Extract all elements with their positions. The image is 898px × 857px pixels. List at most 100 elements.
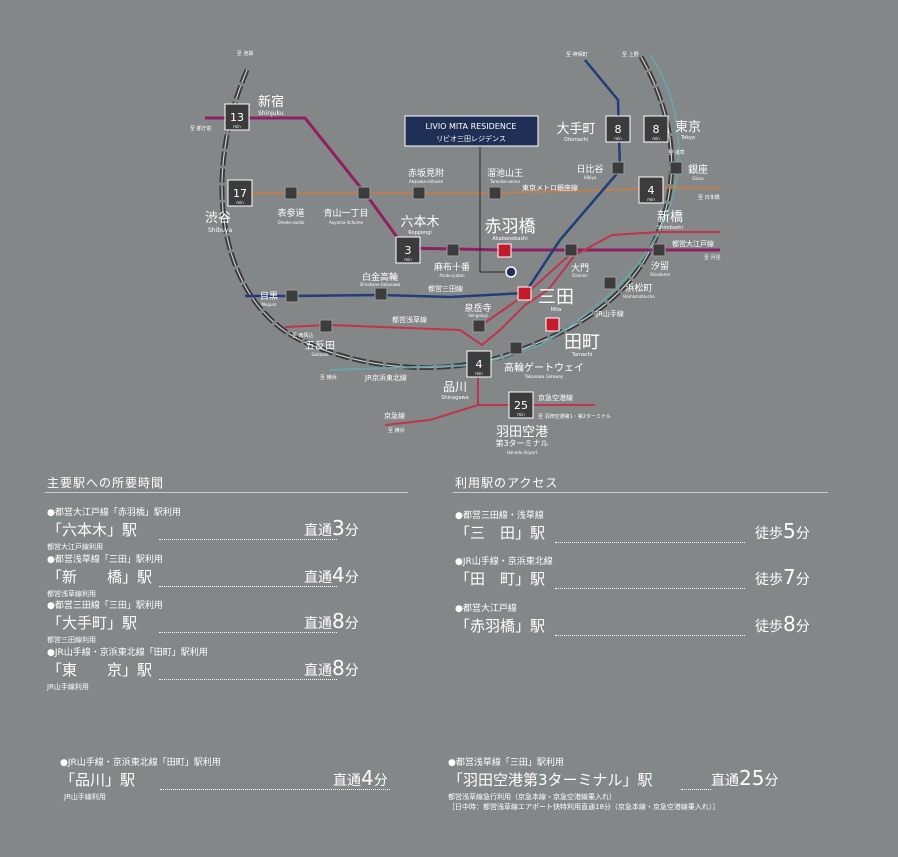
svg-text:min: min (517, 412, 525, 417)
line-label-mita: 都営三田線 (428, 284, 463, 293)
access-item-tamachi: ●JR山手線・京浜東北線 「田 町」駅 徒歩7分 (455, 554, 830, 591)
label-haneda-sub: 第3ターミナル (495, 438, 548, 448)
dir-ueno: 至 上野 (622, 51, 639, 58)
label-sengakuji: 泉岳寺 (464, 302, 491, 314)
label-gotanda: 五反田 (305, 340, 335, 352)
travel-mode: 直通 (304, 663, 332, 679)
travel-station: 「六本木」駅 (47, 521, 138, 539)
station-marker-hibiya (611, 161, 625, 175)
travel-via: ●都営浅草線「三田」駅利用 (448, 758, 564, 768)
station-marker-akasakamitsuke (412, 186, 426, 200)
label-hamamatsucho-en: Hamamatsucho (623, 294, 655, 299)
access-leader-dots (555, 542, 745, 543)
travel-item-tokyo: ●JR山手線・京浜東北線「田町」駅利用 「東 京」駅 直通8分 JR山手線利用 (47, 645, 387, 692)
line-label-keihin: JR京浜東北線 (364, 373, 407, 382)
access-time: 7 (783, 565, 796, 589)
travel-note: 都営三田線利用 (47, 636, 96, 644)
access-unit: 分 (795, 572, 810, 588)
travel-station: 「大手町」駅 (47, 614, 138, 632)
station-marker-tameike (488, 186, 502, 200)
access-item-mita: ●都営三田線・浅草線 「三 田」駅 徒歩5分 (455, 508, 830, 545)
travel-leader-dots (159, 632, 337, 633)
svg-text:min: min (614, 136, 622, 141)
travel-note: 都営浅草線利用 (47, 590, 96, 598)
travel-unit: 分 (344, 663, 359, 679)
svg-text:4: 4 (476, 358, 483, 371)
line-label-ginza: 東京メトロ銀座線 (522, 183, 578, 192)
label-shimbashi-en: Shimbashi (657, 225, 683, 231)
travel-leader-dots (681, 789, 711, 790)
access-time: 8 (783, 612, 796, 636)
dir-jinbocho: 至 神保町 (566, 51, 588, 58)
travel-time: 8 (332, 656, 345, 680)
travel-unit: 分 (373, 773, 388, 789)
label-azabu-en: Azabu-juban (440, 273, 465, 278)
travel-note: 都営大江戸線利用 (47, 543, 103, 551)
travel-via: ●都営三田線「三田」駅利用 (47, 601, 163, 611)
railway-map: 13 min 17 min 3 min 8 min 8 min 4 min 4 … (190, 50, 721, 455)
badge-shinjuku: 13 min (224, 103, 250, 131)
label-shiodome: 汐留 (651, 260, 669, 272)
badge-haneda: 25 min (508, 391, 534, 419)
label-shimbashi: 新橋 (657, 209, 683, 225)
travel-leader-dots (159, 539, 337, 540)
svg-text:LIVIO MITA RESIDENCE: LIVIO MITA RESIDENCE (426, 122, 517, 131)
travel-via: ●JR山手線・京浜東北線「田町」駅利用 (60, 758, 221, 768)
access-via: ●都営三田線・浅草線 (455, 511, 544, 521)
label-ginza-en: Ginza (692, 176, 704, 181)
access-mode: 徒歩 (755, 526, 783, 542)
dir-yokohama2: 至 横浜 (388, 427, 405, 434)
travel-item-roppongi: ●都営大江戸線「赤羽橋」駅利用 「六本木」駅 直通3分 都営大江戸線利用 (47, 505, 387, 552)
label-akasakamitsuke-en: Akasaka-mitsuke (409, 179, 443, 184)
travel-station: 「品川」駅 (60, 771, 136, 789)
travel-divider (45, 492, 408, 493)
travel-via: ●JR山手線・京浜東北線「田町」駅利用 (47, 648, 208, 658)
badge-roppongi: 3 min (395, 236, 421, 264)
badge-shimbashi: 4 min (638, 176, 664, 204)
access-time: 5 (783, 519, 796, 543)
label-tameike: 溜池山王 (487, 167, 523, 179)
svg-text:4: 4 (648, 184, 655, 197)
badge-shinagawa: 4 min (466, 350, 492, 378)
svg-text:min: min (647, 197, 655, 202)
dir-asakusa: 至 浅草 (668, 149, 685, 156)
travel-mode: 直通 (711, 773, 739, 789)
label-azabu: 麻布十番 (434, 261, 470, 273)
travel-mode: 直通 (304, 523, 332, 539)
label-akabanebashi: 赤羽橋 (485, 217, 536, 237)
station-marker-shirokane (374, 287, 388, 301)
travel-leader-dots (159, 586, 337, 587)
travel-item-haneda: ●都営浅草線「三田」駅利用 「羽田空港第3ターミナル」駅 直通25分 都営浅草線… (448, 755, 828, 812)
label-akabanebashi-en: Akabanebashi (492, 236, 527, 242)
keihin-tohoku-line (329, 54, 680, 371)
svg-text:min: min (475, 371, 483, 376)
travel-note-sub: ［日中時：都営浅草線エアポート快特利用直通18分（京急本線・京急空港線乗入れ）］ (448, 803, 720, 811)
label-tamachi: 田町 (564, 332, 600, 353)
label-hibiya-en: Hibiya (584, 175, 597, 180)
travel-time: 8 (332, 609, 345, 633)
station-marker-omotesando (284, 186, 298, 200)
svg-text:min: min (233, 124, 241, 129)
access-station: 「田 町」駅 (455, 570, 546, 588)
station-marker-azabu (446, 243, 460, 257)
svg-text:min: min (404, 257, 412, 262)
access-station: 「赤羽橋」駅 (455, 617, 546, 635)
label-tamachi-en: Tamachi (571, 352, 593, 358)
svg-text:25: 25 (514, 399, 528, 412)
residence-marker (505, 266, 517, 278)
station-marker-gotanda (319, 319, 333, 333)
line-label-keikyu: 京急線 (384, 411, 405, 420)
travel-via: ●都営大江戸線「赤羽橋」駅利用 (47, 508, 181, 518)
travel-mode: 直通 (304, 570, 332, 586)
badge-tokyo: 8 min (643, 115, 669, 143)
label-shibuya: 渋谷 (205, 211, 231, 226)
label-shinagawa: 品川 (443, 380, 467, 394)
svg-text:17: 17 (233, 187, 247, 200)
travel-mode: 直通 (333, 773, 361, 789)
label-shinjuku-en: Shinjuku (258, 110, 284, 117)
label-shirokane-en: Shirokane-takanawa (360, 282, 401, 287)
access-via: ●都営大江戸線 (455, 604, 517, 614)
label-otemachi-en: Otemachi (564, 137, 588, 143)
line-label-oedo: 都営大江戸線 (672, 239, 714, 248)
access-unit: 分 (795, 619, 810, 635)
